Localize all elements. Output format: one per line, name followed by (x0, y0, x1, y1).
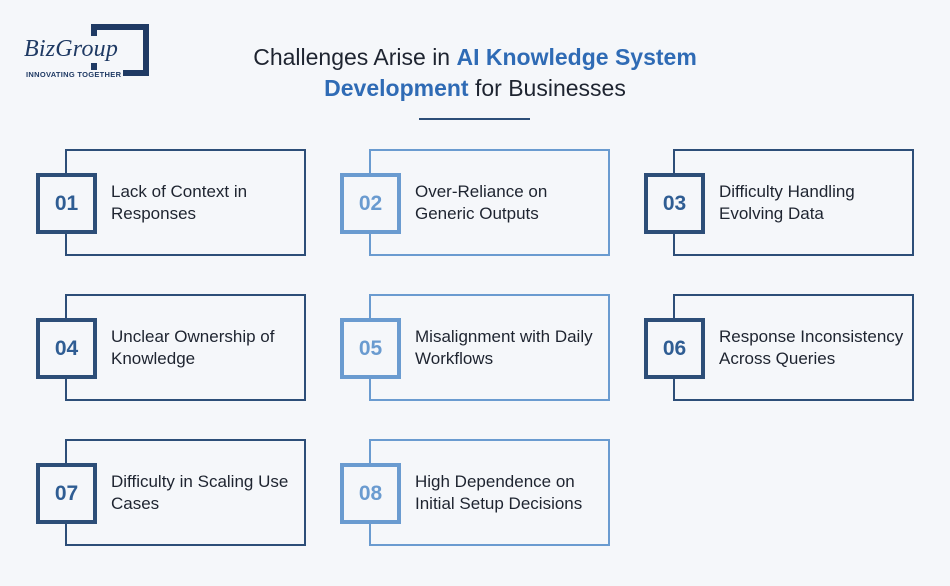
challenge-label: Misalignment with Daily Workflows (415, 326, 593, 368)
number-badge: 08 (340, 463, 401, 524)
challenge-card-06: 06 Response Inconsistency Across Queries (644, 294, 914, 401)
challenge-card-02: 02 Over-Reliance on Generic Outputs (340, 149, 610, 256)
page-title: Challenges Arise in AI Knowledge System … (200, 42, 750, 104)
challenge-card-01: 01 Lack of Context in Responses (36, 149, 306, 256)
challenge-label: High Dependence on Initial Setup Decisio… (415, 471, 583, 513)
challenge-label: Unclear Ownership of Knowledge (111, 326, 275, 368)
logo-name: BizGroup (24, 36, 121, 63)
challenge-card-08: 08 High Dependence on Initial Setup Deci… (340, 439, 610, 546)
number-badge: 01 (36, 173, 97, 234)
challenge-card-03: 03 Difficulty Handling Evolving Data (644, 149, 914, 256)
title-underline (419, 118, 530, 120)
challenge-label: Response Inconsistency Across Queries (719, 326, 904, 368)
number-badge: 05 (340, 318, 401, 379)
challenge-label: Lack of Context in Responses (111, 181, 248, 223)
title-part1: Challenges Arise in (253, 44, 457, 70)
challenge-card-04: 04 Unclear Ownership of Knowledge (36, 294, 306, 401)
number-badge: 03 (644, 173, 705, 234)
number-badge: 06 (644, 318, 705, 379)
logo-tagline: INNOVATING TOGETHER (26, 70, 124, 79)
bizgroup-logo: BizGroup INNOVATING TOGETHER (22, 24, 162, 86)
challenge-label: Difficulty in Scaling Use Cases (111, 471, 289, 513)
number-badge: 04 (36, 318, 97, 379)
title-highlight: AI Knowledge System Development (324, 44, 697, 101)
challenge-label: Difficulty Handling Evolving Data (719, 181, 855, 223)
title-part2: for Businesses (468, 75, 626, 101)
number-badge: 02 (340, 173, 401, 234)
number-badge: 07 (36, 463, 97, 524)
challenge-label: Over-Reliance on Generic Outputs (415, 181, 548, 223)
challenge-card-05: 05 Misalignment with Daily Workflows (340, 294, 610, 401)
challenge-card-07: 07 Difficulty in Scaling Use Cases (36, 439, 306, 546)
